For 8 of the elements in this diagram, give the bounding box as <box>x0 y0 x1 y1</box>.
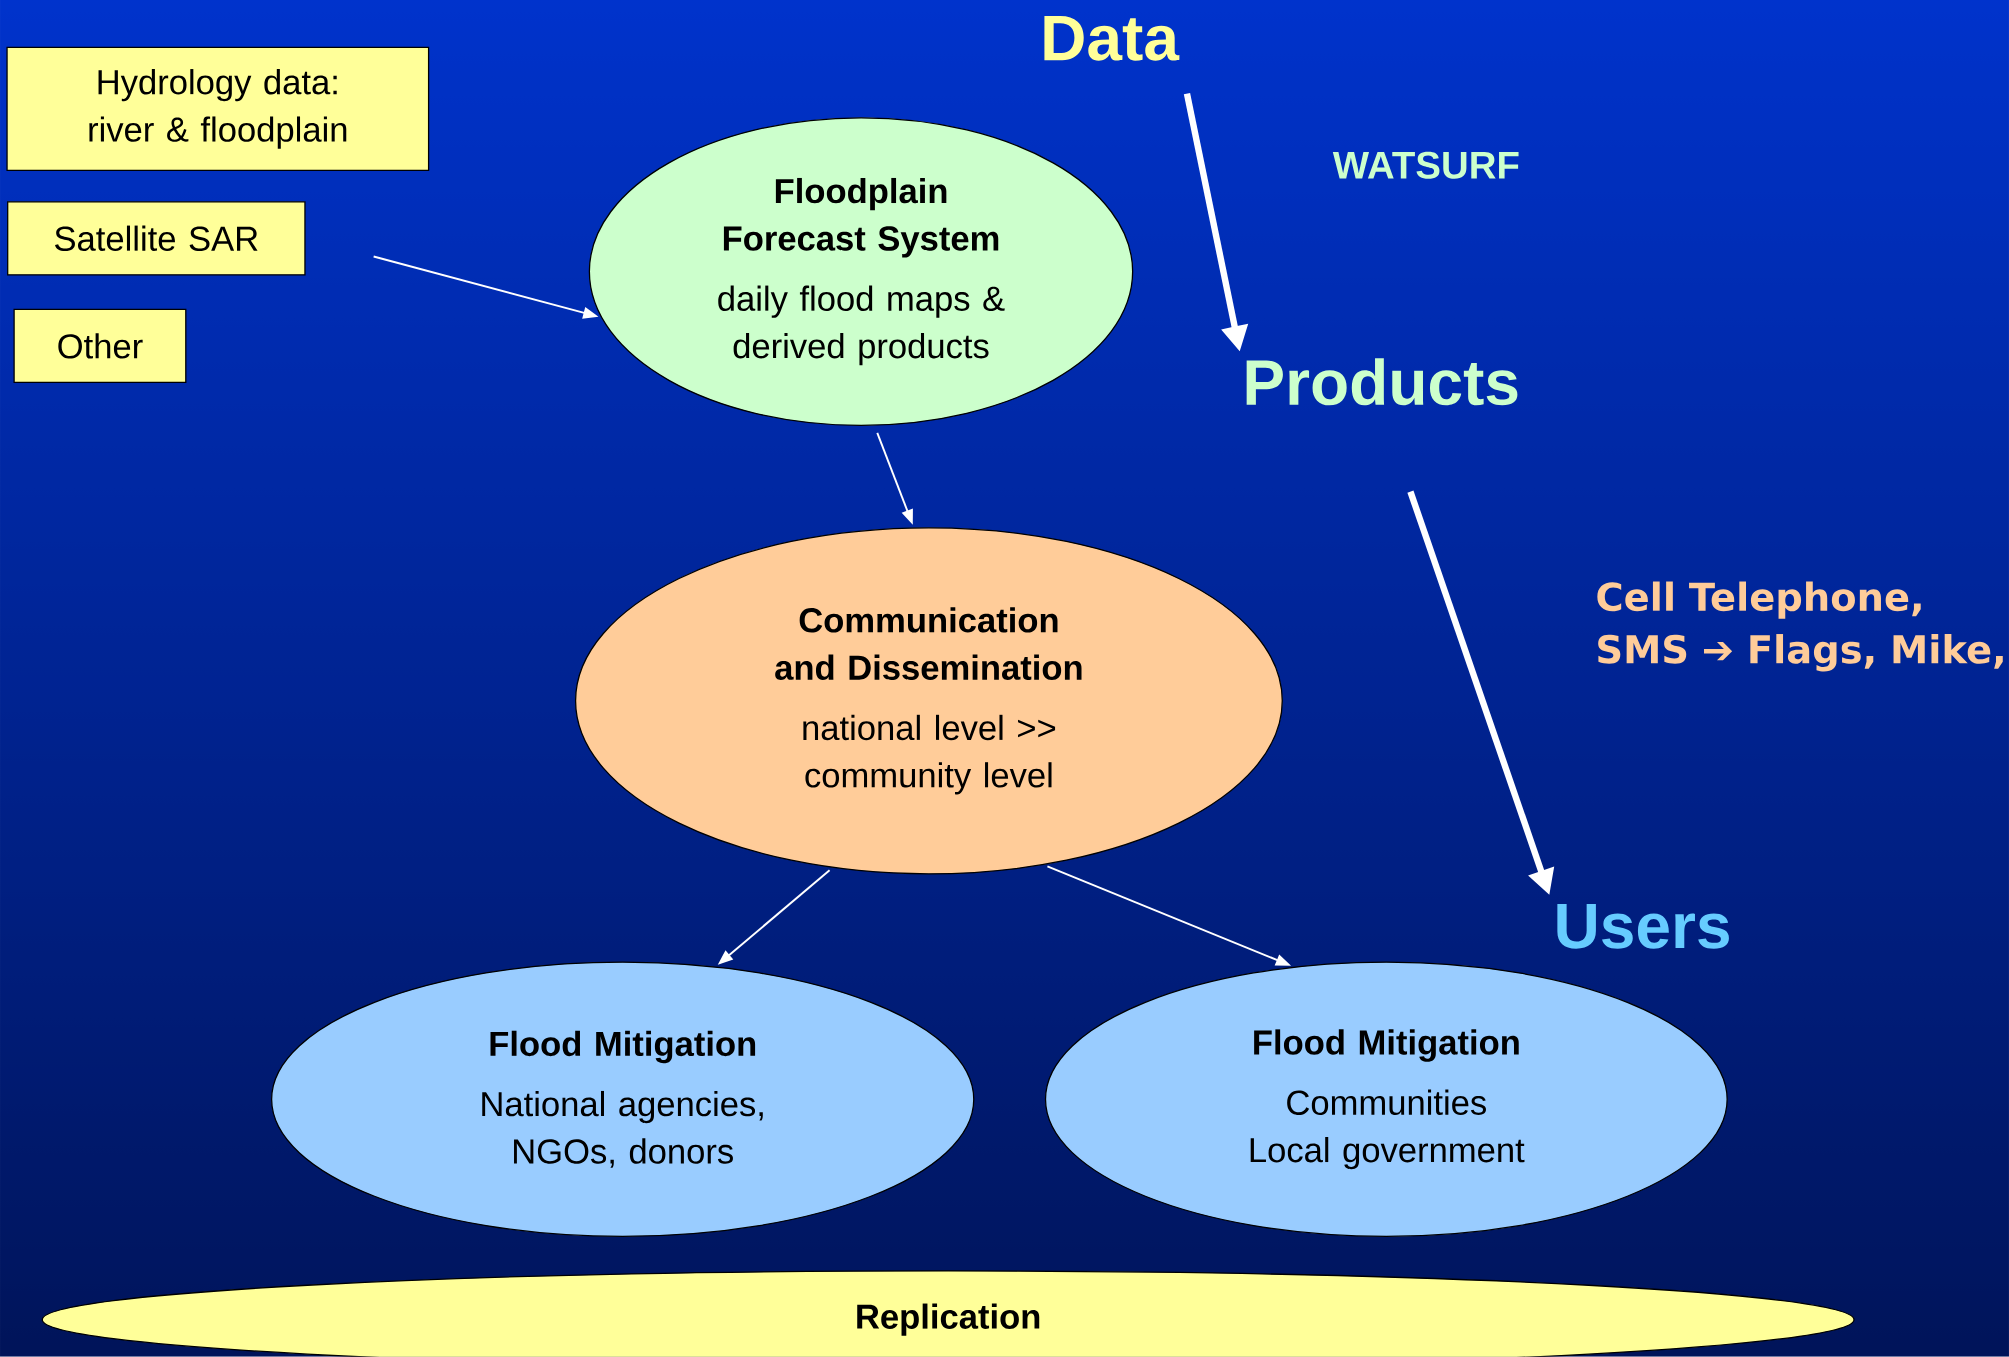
data-box: Hydrology data: river & floodplain <box>6 46 430 172</box>
data-box: Satellite SAR <box>7 201 306 276</box>
data-box: Other <box>13 308 187 384</box>
stage-heading: Users <box>1557 904 1729 949</box>
channel-note: Cell Telephone, SMS ➔ Flags, Mike, <box>1597 581 2003 672</box>
stage-heading: Products <box>1246 358 1518 406</box>
watsurf-label: WATSURF <box>1332 151 1519 179</box>
stage-heading: Data <box>1044 16 1180 61</box>
